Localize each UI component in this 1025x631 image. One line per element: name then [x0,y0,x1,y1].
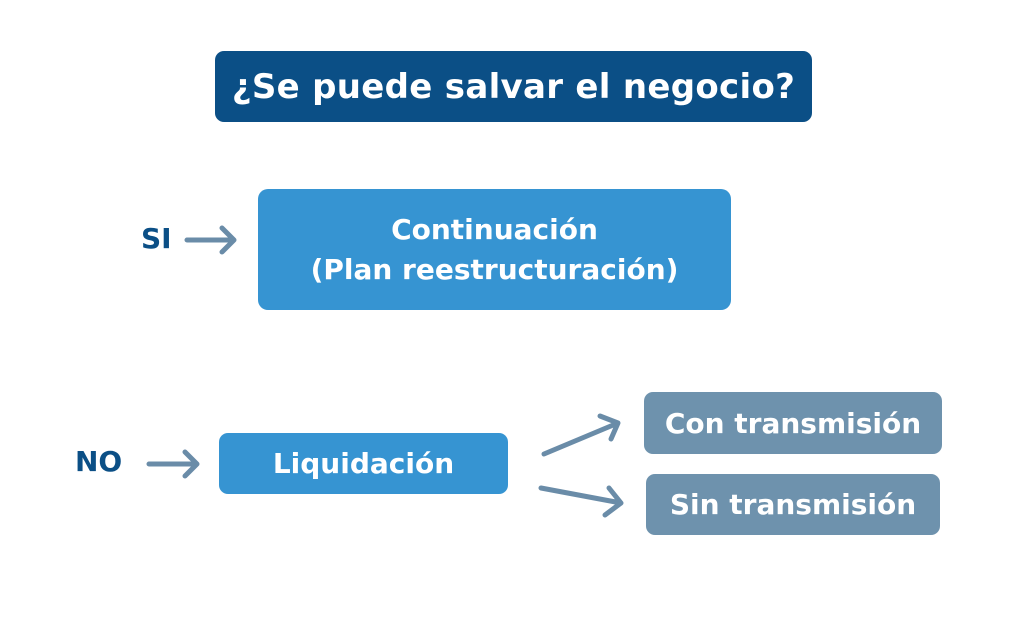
without-transfer-arrow-icon [538,485,624,518]
liquidation-box: Liquidación [219,433,508,494]
question-title: ¿Se puede salvar el negocio? [231,66,796,107]
yes-arrow-icon [184,225,237,255]
with-transfer-box: Con transmisión [644,392,942,454]
question-title-box: ¿Se puede salvar el negocio? [215,51,812,122]
no-label: NO [75,445,123,478]
yes-label: SI [141,222,172,255]
liquidation-label: Liquidación [272,447,455,480]
without-transfer-label: Sin transmisión [669,488,917,521]
with-transfer-label: Con transmisión [664,406,922,440]
continuation-subtitle: (Plan reestructuración) [310,252,679,286]
with-transfer-arrow-icon [541,413,621,457]
continuation-box: Continuación (Plan reestructuración) [258,189,731,310]
no-arrow-icon [146,449,200,479]
without-transfer-box: Sin transmisión [646,474,940,535]
continuation-title: Continuación [391,212,598,246]
